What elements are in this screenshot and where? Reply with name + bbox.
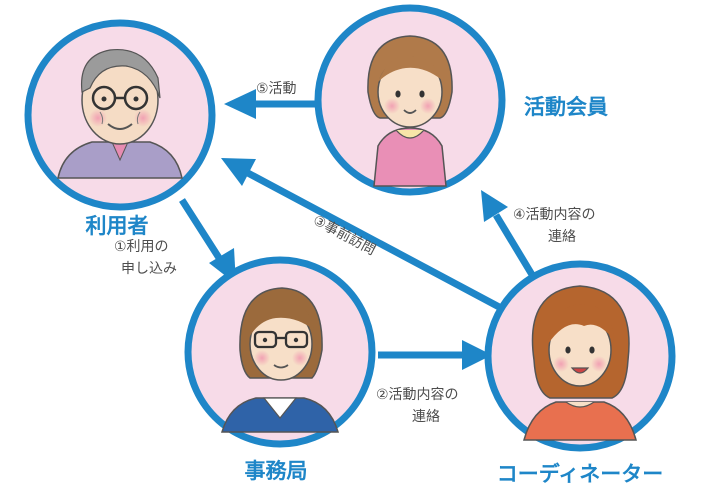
woman-glasses-icon — [221, 287, 339, 433]
member-label: 活動会員 — [524, 95, 608, 119]
node-coordinator: コーディネーター — [484, 260, 676, 486]
coordinator-label: コーディネーター — [497, 462, 664, 486]
step2-label-line1: ②活動内容の — [376, 386, 459, 403]
arrow-step2 — [378, 340, 492, 370]
elderly-man-icon — [57, 48, 183, 179]
arrow-step1 — [179, 198, 236, 284]
step5-label: ⑤活動 — [256, 81, 297, 97]
step2-label-line2: 連絡 — [412, 409, 440, 425]
woman-apron-icon — [367, 35, 453, 187]
arrow-step3 — [221, 158, 518, 320]
step1-label-line1: ①利用の — [114, 239, 169, 255]
user-label: 利用者 — [86, 214, 149, 238]
step4-label-line1: ④活動内容の — [513, 206, 596, 223]
node-member: 活動会員 — [314, 4, 608, 196]
step4-label-line2: 連絡 — [548, 229, 576, 245]
step1-label-line2: 申し込み — [121, 261, 177, 277]
node-user: 利用者 — [24, 19, 216, 238]
office-label: 事務局 — [245, 459, 308, 483]
arrow-step4 — [481, 190, 537, 280]
woman-coordinator-icon — [523, 285, 637, 441]
node-office: 事務局 — [184, 256, 376, 483]
